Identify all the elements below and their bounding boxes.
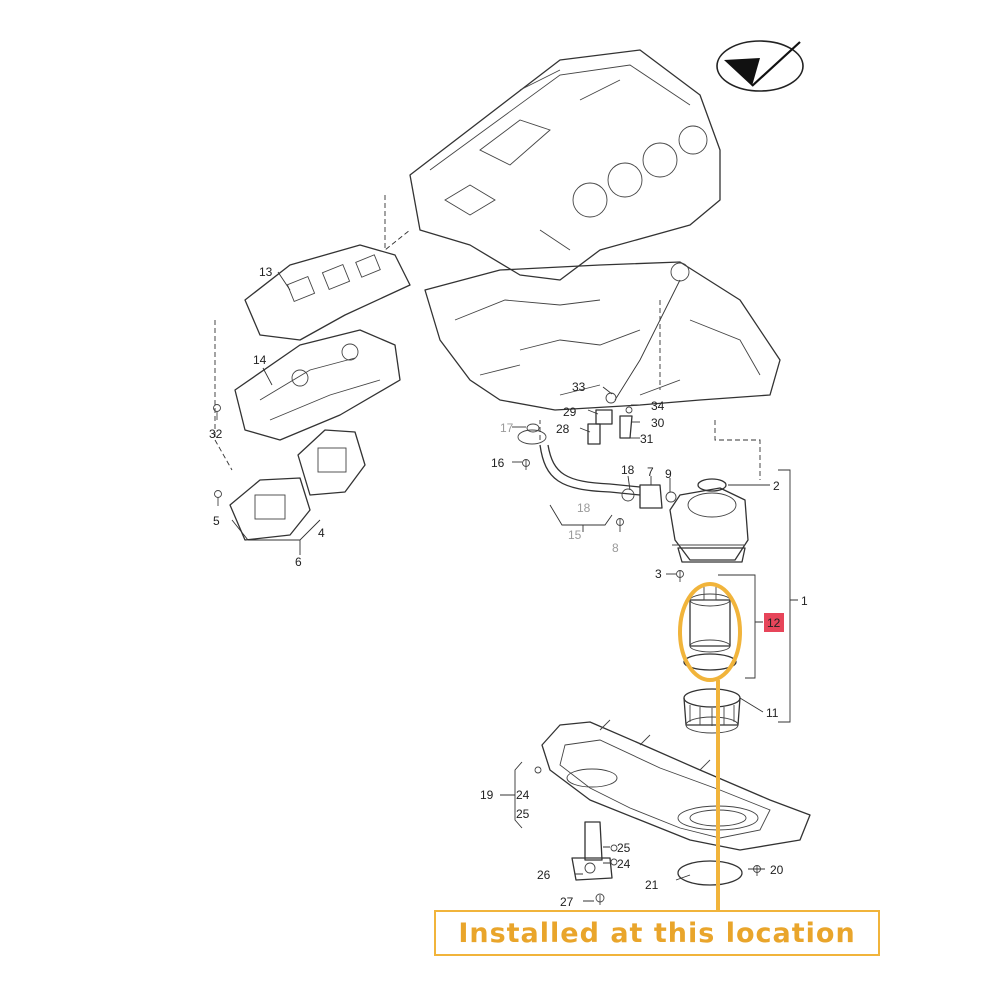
label-9: 9 xyxy=(665,467,672,481)
label-6: 6 xyxy=(295,555,302,569)
label-31: 31 xyxy=(640,432,654,446)
label-15: 15 xyxy=(568,528,582,542)
label-27: 27 xyxy=(560,895,574,909)
label-4: 4 xyxy=(318,526,325,540)
label-13: 13 xyxy=(259,265,273,279)
label-24: 24 xyxy=(516,788,530,802)
label-26: 26 xyxy=(537,868,551,882)
part-12-badge xyxy=(764,613,784,632)
installed-location-callout: Installed at this location xyxy=(434,910,880,956)
label-34: 34 xyxy=(651,399,665,413)
checkmark-arrow-logo-icon xyxy=(716,40,804,92)
part-21-seal xyxy=(677,860,743,886)
oil-return-pipe xyxy=(517,423,677,509)
label-24-pump: 24 xyxy=(617,857,631,871)
label-2: 2 xyxy=(773,479,780,493)
label-20: 20 xyxy=(770,863,784,877)
label-12: 12 xyxy=(767,616,781,630)
oil-filter-housing xyxy=(669,478,749,563)
part-12-filter-element xyxy=(683,583,737,671)
part-13-gasket xyxy=(244,244,411,341)
label-18-secondary: 18 xyxy=(577,501,591,515)
label-11: 11 xyxy=(766,706,779,720)
label-8: 8 xyxy=(612,541,619,555)
label-32: 32 xyxy=(209,427,223,441)
part-14-manifold xyxy=(234,329,401,441)
sensors-28-29-30-31 xyxy=(587,392,633,445)
label-25-pump: 25 xyxy=(617,841,631,855)
label-29: 29 xyxy=(563,405,577,419)
leader-lines xyxy=(231,271,798,902)
label-14: 14 xyxy=(253,353,267,367)
part-26-oil-pump xyxy=(571,821,618,905)
part-number-labels: 13 14 32 5 4 6 33 29 28 34 30 31 17 16 1… xyxy=(209,265,808,909)
label-30: 30 xyxy=(651,416,665,430)
label-33: 33 xyxy=(572,380,586,394)
label-17: 17 xyxy=(500,421,514,435)
lower-crankcase xyxy=(424,261,781,411)
oil-pan xyxy=(541,719,811,851)
part-4-gaskets xyxy=(229,429,366,541)
filter-highlight-ring xyxy=(678,582,742,682)
label-21: 21 xyxy=(645,878,659,892)
label-25: 25 xyxy=(516,807,530,821)
label-7: 7 xyxy=(647,465,654,479)
label-1: 1 xyxy=(801,594,808,608)
label-19: 19 xyxy=(480,788,494,802)
label-16: 16 xyxy=(491,456,505,470)
label-28: 28 xyxy=(556,422,570,436)
label-5: 5 xyxy=(213,514,220,528)
engine-block xyxy=(409,49,721,281)
label-18: 18 xyxy=(621,463,635,477)
label-3: 3 xyxy=(655,567,662,581)
part-11-filter-cap xyxy=(683,688,741,734)
bolts xyxy=(213,404,761,876)
